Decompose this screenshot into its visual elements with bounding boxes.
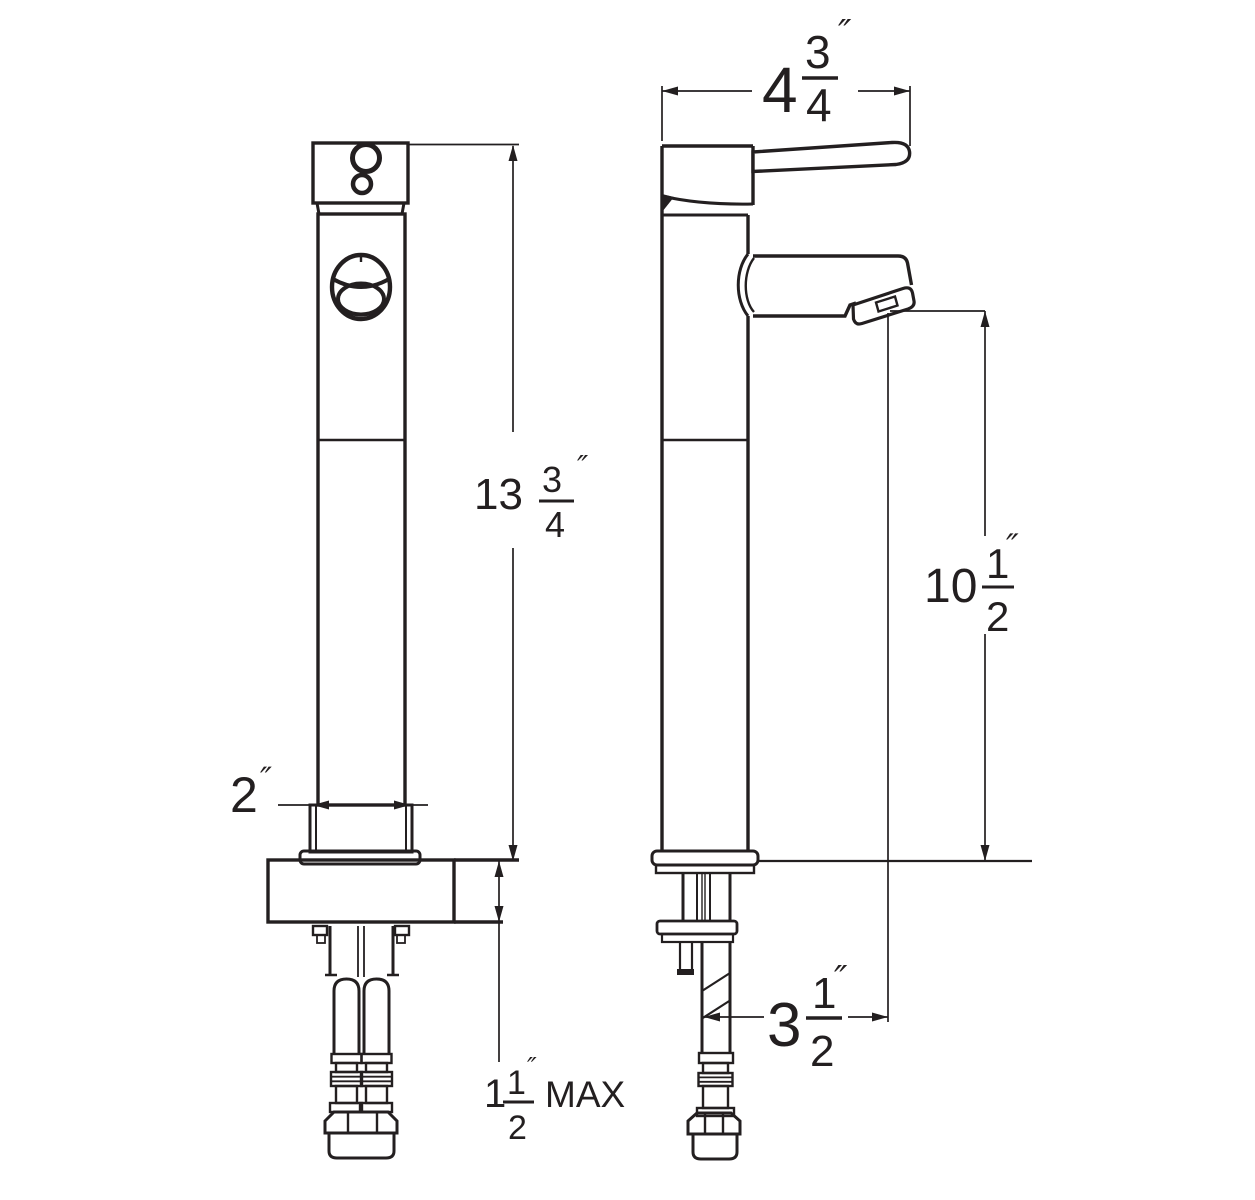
dim-spout-reach: 3 1 2 ″: [704, 959, 888, 1076]
handle-pin-circle: [350, 172, 374, 196]
dim-label-numerator: 1: [812, 969, 836, 1018]
shank-inner-lines: [696, 873, 711, 921]
aerator-tip: [851, 286, 916, 326]
spout-side: [736, 253, 916, 326]
deck-hatched-area: [266, 858, 456, 924]
supply-hose-left: [332, 977, 361, 1054]
dim-label-denominator: 2: [810, 1027, 834, 1076]
dim-label-denominator: 4: [806, 79, 832, 131]
outlet-band: [332, 277, 390, 289]
mount-bolt: [678, 942, 694, 969]
arrowhead-down: [494, 906, 504, 922]
dimensions: 4 3 4 ″ 13 3 4 ″ 10 1 2: [230, 13, 1019, 1147]
spout-outlet-front: [329, 252, 393, 322]
arrowhead-down: [508, 845, 518, 861]
dim-label-unit: ″: [577, 450, 589, 485]
cap-wedge: [662, 194, 674, 212]
base-ring-inner-lines: [315, 805, 407, 852]
dim-label-numerator: 3: [542, 459, 562, 500]
compression-nut-side: [686, 1111, 742, 1136]
nut-flats-side: [703, 1113, 725, 1134]
handle-knob-circle: [350, 142, 382, 174]
arrowhead-up: [508, 145, 518, 161]
dim-label-unit: ″: [260, 760, 272, 798]
dim-label-numerator: 1: [507, 1064, 526, 1102]
mount-foot-right: [396, 934, 406, 944]
aerator-detail: [874, 294, 899, 314]
front-view: [266, 141, 519, 1160]
mount-foot-left: [316, 934, 326, 944]
arrowhead-left: [662, 86, 678, 96]
dim-label-whole: 1: [484, 1072, 506, 1116]
dim-overall-height: 13 3 4 ″: [408, 143, 589, 861]
dim-label-whole: 2: [230, 767, 258, 823]
front-under-deck: [311, 924, 411, 1160]
connector-end-front: [327, 1131, 396, 1160]
dim-label-unit: ″: [838, 13, 852, 54]
spout-back-curve-inner: [744, 257, 755, 313]
dim-label-numerator: 1: [986, 540, 1009, 587]
mounting-nut-tier: [660, 932, 735, 944]
arrowhead-up: [494, 861, 504, 877]
dim-spout-height: 10 1 2 ″: [887, 310, 1019, 1022]
shank-edges: [328, 926, 395, 975]
dim-base-width: 2 ″: [230, 760, 428, 823]
mount-bolt-end: [677, 969, 694, 975]
outlet-inner-ring: [336, 281, 386, 317]
compression-nut-front: [323, 1110, 399, 1135]
dim-label-unit: ″: [527, 1053, 537, 1083]
tube-break-lines: [701, 972, 731, 1020]
hose-band-ribs: [331, 1075, 362, 1083]
spout-back-curve-outer: [736, 253, 750, 317]
deck-cross-section: [266, 858, 519, 924]
arrowhead-up: [980, 311, 990, 327]
arrowhead-right: [394, 800, 410, 810]
dim-label-unit: ″: [834, 959, 848, 1000]
dim-label-whole: 3: [767, 991, 801, 1060]
nut-flats: [346, 1112, 379, 1133]
connector-end-side: [691, 1132, 739, 1161]
spout-top-edge: [753, 254, 914, 286]
hose-band-ribs: [361, 1075, 392, 1083]
dim-deck-thickness: 1 1 2 ″ MAX: [484, 861, 625, 1147]
dim-label-denominator: 2: [986, 593, 1009, 640]
extension-lines: [661, 86, 911, 146]
dim-label-suffix: MAX: [545, 1074, 625, 1115]
supply-hose-right: [362, 977, 391, 1054]
arrowhead-right: [894, 86, 910, 96]
tube-band-ribs: [698, 1076, 733, 1083]
center-tube-lines: [357, 926, 365, 977]
arrowhead-left: [313, 800, 329, 810]
dim-label-whole: 13: [474, 470, 523, 519]
side-view: [650, 140, 1032, 1161]
shank-side-edges: [681, 873, 732, 921]
shank-center-lines: [701, 873, 706, 921]
base-flange: [298, 849, 422, 866]
dim-label-whole: 4: [762, 54, 798, 126]
arrowhead-left: [704, 1012, 720, 1022]
dim-label-numerator: 3: [805, 26, 831, 78]
supply-tube-side: [700, 942, 732, 1053]
dim-label-denominator: 2: [508, 1109, 527, 1147]
arrowhead-down: [980, 845, 990, 861]
dim-label-whole: 10: [924, 560, 977, 613]
dim-label-unit: ″: [1006, 527, 1019, 567]
body-column: [316, 212, 407, 807]
arrowhead-right: [872, 1012, 888, 1022]
dim-spout-width: 4 3 4 ″: [661, 13, 911, 146]
dim-label-denominator: 4: [545, 504, 565, 545]
side-under-deck: [655, 873, 742, 1161]
lever-handle: [751, 140, 912, 174]
